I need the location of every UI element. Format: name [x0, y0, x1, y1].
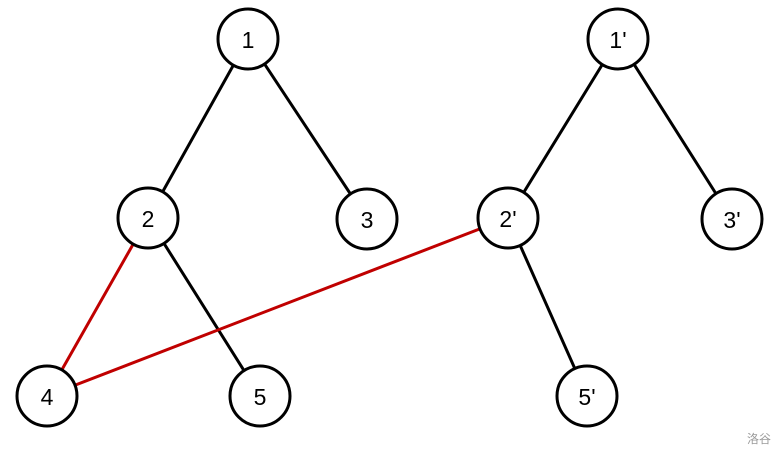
node-circle-n3 — [335, 187, 399, 251]
node-circle-n3p — [700, 187, 764, 251]
watermark: 洛谷 — [746, 432, 771, 446]
node-label-n3p: 3' — [723, 207, 740, 233]
node-n2: 2 — [116, 186, 180, 250]
edge-n2-n5 — [146, 216, 262, 398]
node-circle-n2 — [116, 186, 180, 250]
edges-layer — [45, 37, 734, 398]
node-circle-n5 — [228, 364, 292, 428]
node-n1p: 1' — [586, 7, 650, 71]
node-circle-n2p — [476, 186, 540, 250]
node-n5: 5 — [228, 364, 292, 428]
node-label-n3: 3 — [361, 207, 374, 233]
node-n3p: 3' — [700, 187, 764, 251]
node-label-n5p: 5' — [578, 384, 595, 410]
node-label-n4: 4 — [41, 384, 54, 410]
node-label-n2p: 2' — [499, 206, 516, 232]
node-circle-n1p — [586, 7, 650, 71]
edge-n2-n4 — [45, 216, 150, 398]
node-n5p: 5' — [555, 364, 619, 428]
node-label-n2: 2 — [142, 206, 155, 232]
edge-n4-n2p — [45, 216, 510, 398]
edge-n1p-n2p — [506, 37, 620, 220]
node-circle-n4 — [15, 364, 79, 428]
edge-n1-n3 — [246, 37, 369, 221]
node-label-n1p: 1' — [609, 27, 626, 53]
node-circle-n5p — [555, 364, 619, 428]
node-label-n5: 5 — [254, 384, 267, 410]
node-label-n1: 1 — [242, 27, 255, 53]
node-n3: 3 — [335, 187, 399, 251]
edge-n2p-n5p — [506, 216, 589, 398]
edge-n1p-n3p — [616, 37, 734, 221]
nodes-layer: 1 2 3 4 5 1' 2' 3' 5' — [15, 7, 764, 428]
node-n1: 1 — [216, 7, 280, 71]
edge-n1-n2 — [146, 37, 250, 220]
node-n2p: 2' — [476, 186, 540, 250]
node-n4: 4 — [15, 364, 79, 428]
node-circle-n1 — [216, 7, 280, 71]
